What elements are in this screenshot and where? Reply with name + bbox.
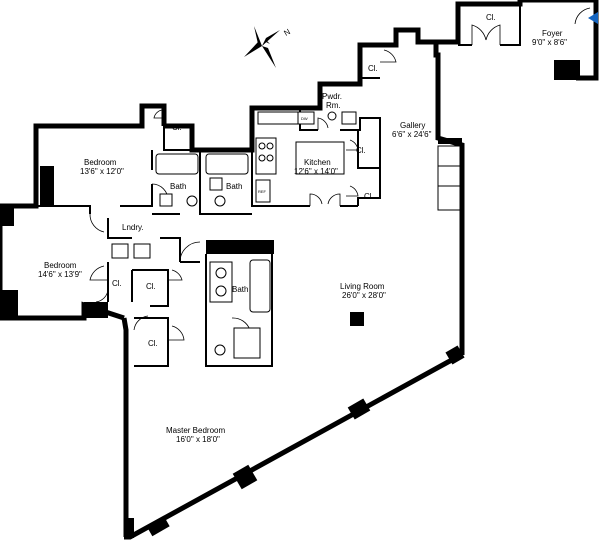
bathtub-a	[155, 153, 199, 175]
dishwasher-label: DW	[301, 116, 308, 121]
foyer-closet-label: Cl.	[486, 13, 496, 22]
fixtures: REF DW	[111, 111, 357, 359]
powder-line2: Rm.	[326, 101, 341, 110]
bedroom2-size: 14'6" x 13'9"	[38, 270, 82, 279]
bath-master-name: Bath	[232, 285, 248, 294]
gallery-size: 6'6" x 24'6"	[392, 130, 432, 139]
bedroom1-name: Bedroom	[84, 158, 117, 167]
bedroom2-closet-label: Cl.	[112, 279, 122, 288]
interior-walls	[36, 4, 521, 367]
toilet-a	[186, 195, 198, 207]
bedroom1-closet-label: Cl.	[172, 123, 182, 132]
washer	[111, 243, 129, 259]
windows	[146, 345, 465, 537]
kitchen-name: Kitchen	[304, 158, 331, 167]
dryer	[133, 243, 151, 259]
refrigerator-label: REF	[258, 189, 267, 194]
wall-blocks	[0, 60, 580, 538]
master-toilet	[214, 344, 226, 356]
living-size: 26'0" x 28'0"	[342, 291, 386, 300]
kitchen-closet1-label: Cl.	[356, 146, 366, 155]
bathtub-b	[205, 153, 249, 175]
foyer-name: Foyer	[542, 29, 563, 38]
hall-closet-label: Cl.	[146, 282, 156, 291]
cooktop	[255, 137, 277, 175]
gallery-windows	[437, 145, 461, 211]
kitchen-size: 12'6" x 14'0"	[294, 167, 338, 176]
bath-b-name: Bath	[226, 182, 242, 191]
vanity	[209, 261, 233, 303]
sink-a	[159, 193, 173, 207]
doors	[89, 7, 591, 341]
living-name: Living Room	[340, 282, 385, 291]
powder-line1: Pwdr.	[322, 92, 342, 101]
bedroom1-size: 13'6" x 12'0"	[80, 167, 124, 176]
structural-column	[350, 312, 364, 326]
room-labels: Foyer 9'0" x 8'6" Gallery 6'6" x 24'6" K…	[38, 29, 567, 444]
sink-b	[209, 177, 223, 191]
powder-toilet	[327, 111, 337, 121]
bedroom2-name: Bedroom	[44, 261, 77, 270]
bath-a-name: Bath	[170, 182, 186, 191]
compass-rose: N	[244, 26, 292, 68]
kitchen-closet2-label: Cl.	[364, 192, 374, 201]
gallery-name: Gallery	[400, 121, 425, 130]
master-name: Master Bedroom	[166, 426, 225, 435]
laundry-name: Lndry.	[122, 223, 144, 232]
kitchen-counter	[257, 111, 299, 125]
master-closet-label: Cl.	[148, 339, 158, 348]
closet-labels: Cl. Cl. Cl. Cl. Cl. Cl. Cl. Cl.	[112, 13, 496, 348]
toilet-b	[214, 195, 226, 207]
refrigerator	[255, 179, 271, 203]
powder-sink	[341, 111, 357, 125]
gallery-closet-label: Cl.	[368, 64, 378, 73]
master-tub	[249, 259, 271, 313]
master-size: 16'0" x 18'0"	[176, 435, 220, 444]
kitchen-island	[295, 141, 345, 175]
foyer-size: 9'0" x 8'6"	[532, 38, 567, 47]
shower	[233, 327, 261, 359]
entry-arrow-icon	[588, 12, 598, 24]
dishwasher	[297, 111, 315, 125]
compass-north-label: N	[282, 27, 292, 38]
